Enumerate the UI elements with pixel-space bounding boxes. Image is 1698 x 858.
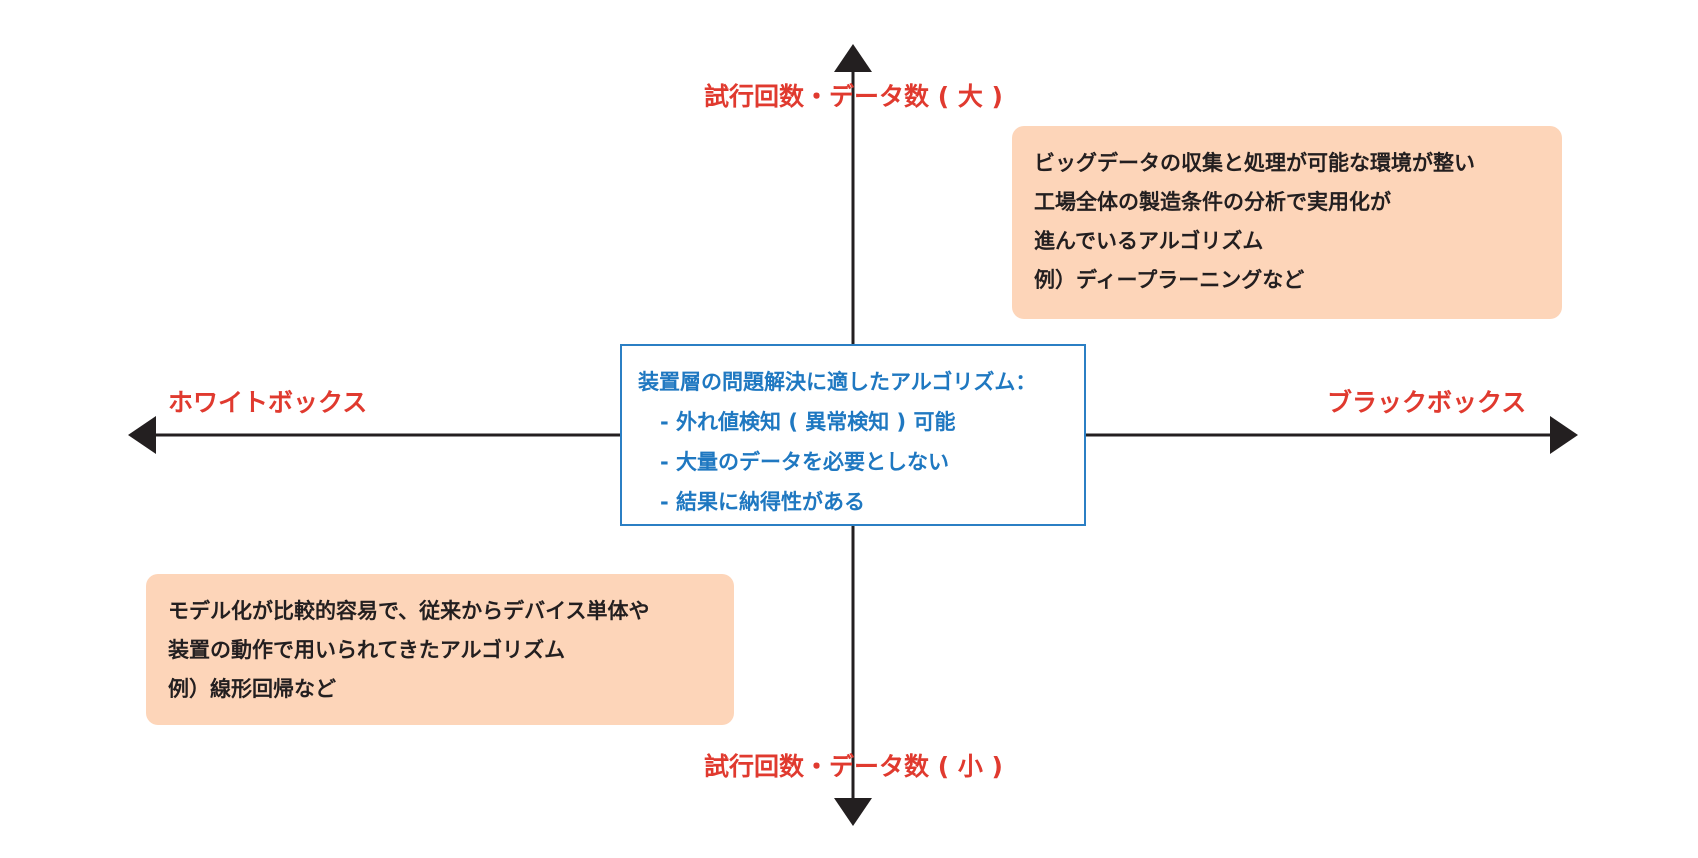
arrow-up-icon [834, 44, 872, 72]
note-line: ビッグデータの収集と処理が可能な環境が整い [1034, 151, 1475, 175]
note-line: 装置の動作で用いられてきたアルゴリズム [168, 638, 566, 662]
arrow-left-icon [128, 416, 156, 454]
center-box-title: 装置層の問題解決に適したアルゴリズム： [638, 370, 1037, 394]
note-line: 例）ディープラーニングなど [1034, 268, 1305, 292]
note-line: 進んでいるアルゴリズム [1034, 229, 1264, 253]
arrow-down-icon [834, 798, 872, 826]
center-box-item: - 結果に納得性がある [660, 490, 866, 514]
note-line: 工場全体の製造条件の分析で実用化が [1034, 190, 1391, 214]
arrow-right-icon [1550, 416, 1578, 454]
note-bottom-left: モデル化が比較的容易で、従来からデバイス単体や 装置の動作で用いられてきたアルゴ… [146, 574, 734, 725]
note-line: モデル化が比較的容易で、従来からデバイス単体や [168, 599, 650, 623]
axis-label-right: ブラックボックス [1327, 388, 1527, 417]
note-line: 例）線形回帰など [168, 677, 336, 701]
axis-label-top: 試行回数・データ数 ( 大 ) [704, 82, 1003, 111]
axis-label-left: ホワイトボックス [168, 388, 368, 417]
note-top-right: ビッグデータの収集と処理が可能な環境が整い 工場全体の製造条件の分析で実用化が … [1012, 126, 1562, 319]
center-criteria-box: 装置層の問題解決に適したアルゴリズム： - 外れ値検知 ( 異常検知 ) 可能 … [620, 344, 1086, 526]
center-box-item: - 大量のデータを必要としない [660, 450, 950, 474]
center-box-item: - 外れ値検知 ( 異常検知 ) 可能 [660, 410, 956, 434]
axis-label-bottom: 試行回数・データ数 ( 小 ) [704, 752, 1003, 781]
